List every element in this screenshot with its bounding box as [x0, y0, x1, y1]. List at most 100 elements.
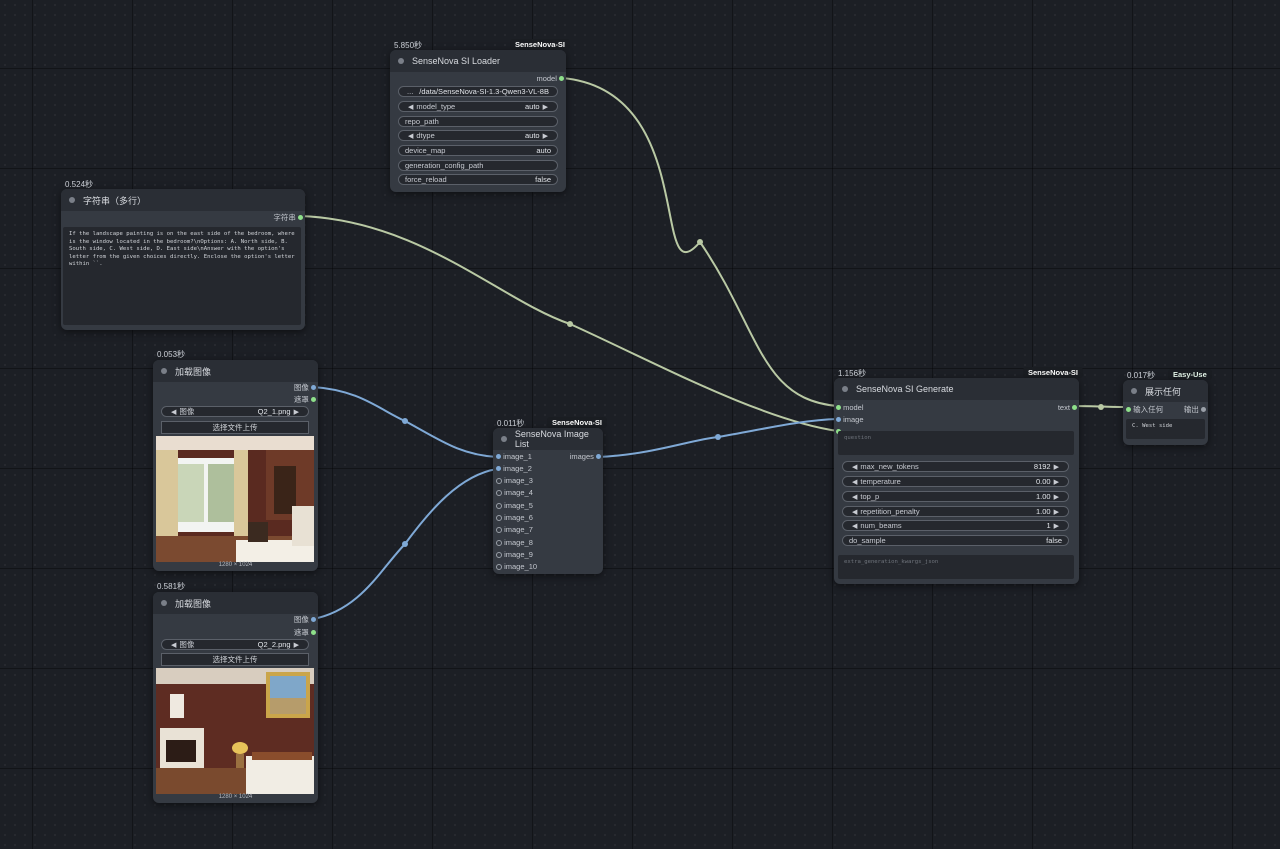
image-list-input-3[interactable]: image_3	[496, 476, 533, 485]
arrow-right-icon[interactable]: ▶	[1053, 508, 1059, 516]
show-any-output[interactable]: 输出	[1184, 404, 1206, 415]
input-socket-icon[interactable]	[496, 563, 502, 570]
image-list-input-4[interactable]: image_4	[496, 488, 533, 497]
load-image-2-header[interactable]: 加载图像	[153, 592, 318, 614]
collapse-dot-icon[interactable]	[398, 58, 404, 64]
generate-output-text[interactable]: text	[1058, 403, 1077, 412]
arrow-left-icon[interactable]: ◀	[852, 508, 858, 516]
generate-header[interactable]: SenseNova SI Generate	[834, 378, 1079, 400]
string-textarea[interactable]: If the landscape painting is on the east…	[63, 227, 301, 325]
load-image-2-output-mask[interactable]: 遮罩	[294, 627, 316, 638]
arrow-left-icon[interactable]: ◀	[171, 408, 177, 416]
arrow-left-icon[interactable]: ◀	[171, 641, 177, 649]
node-sensenova-si-loader[interactable]: SenseNova SI Loader model .../data/Sense…	[390, 50, 566, 192]
input-socket-icon[interactable]	[496, 514, 502, 521]
input-socket-icon[interactable]	[496, 477, 502, 484]
image-list-output-images[interactable]: images	[570, 452, 601, 461]
collapse-dot-icon[interactable]	[501, 436, 507, 442]
generation-config-path-field[interactable]: generation_config_path	[398, 160, 558, 171]
arrow-right-icon[interactable]: ▶	[1053, 478, 1059, 486]
show-any-input[interactable]: 输入任何	[1126, 404, 1163, 415]
arrow-left-icon[interactable]: ◀	[852, 478, 858, 486]
image-list-input-9[interactable]: image_9	[496, 550, 533, 559]
output-socket-icon[interactable]	[311, 617, 316, 622]
image-list-input-7[interactable]: image_7	[496, 525, 533, 534]
output-socket-icon[interactable]	[1201, 407, 1206, 412]
arrow-left-icon[interactable]: ◀	[408, 103, 414, 111]
collapse-dot-icon[interactable]	[842, 386, 848, 392]
image-list-input-6[interactable]: image_6	[496, 513, 533, 522]
image-list-input-10[interactable]: image_10	[496, 562, 537, 571]
load-image-1-output-mask[interactable]: 遮罩	[294, 394, 316, 405]
image-list-input-5[interactable]: image_5	[496, 501, 533, 510]
output-socket-icon[interactable]	[298, 215, 303, 220]
arrow-right-icon[interactable]: ▶	[542, 103, 548, 111]
load-image-1-upload-button[interactable]: 选择文件上传	[161, 421, 309, 434]
arrow-left-icon[interactable]: ◀	[852, 522, 858, 530]
load-image-2-output-image[interactable]: 图像	[294, 614, 316, 625]
arrow-right-icon[interactable]: ▶	[293, 408, 299, 416]
arrow-left-icon[interactable]: ◀	[852, 493, 858, 501]
input-socket-icon[interactable]	[496, 466, 501, 471]
input-socket-icon[interactable]	[496, 551, 502, 558]
node-sensenova-si-generate[interactable]: SenseNova SI Generate model image text q…	[834, 378, 1079, 584]
generate-input-model[interactable]: model	[836, 403, 864, 412]
arrow-left-icon[interactable]: ◀	[408, 132, 414, 140]
arrow-left-icon[interactable]: ◀	[852, 463, 858, 471]
input-socket-icon[interactable]	[496, 502, 502, 509]
input-socket-icon[interactable]	[496, 539, 502, 546]
model-path-field[interactable]: .../data/SenseNova-SI-1.3-Qwen3-VL-8B	[398, 86, 558, 97]
input-socket-icon[interactable]	[836, 417, 841, 422]
output-socket-icon[interactable]	[596, 454, 601, 459]
node-string-multiline[interactable]: 字符串（多行） 字符串 If the landscape painting is…	[61, 189, 305, 330]
output-socket-icon[interactable]	[311, 397, 316, 402]
collapse-dot-icon[interactable]	[1131, 388, 1137, 394]
generate-input-image[interactable]: image	[836, 415, 864, 424]
loader-header[interactable]: SenseNova SI Loader	[390, 50, 566, 72]
arrow-right-icon[interactable]: ▶	[542, 132, 548, 140]
question-textarea[interactable]: question	[838, 431, 1074, 455]
collapse-dot-icon[interactable]	[161, 600, 167, 606]
loader-output-model[interactable]: model	[536, 74, 564, 83]
output-socket-icon[interactable]	[311, 630, 316, 635]
output-socket-icon[interactable]	[559, 76, 564, 81]
extra-kwargs-textarea[interactable]: extra_generation_kwargs_json	[838, 555, 1074, 579]
node-sensenova-image-list[interactable]: SenseNova Image List images image_1 imag…	[493, 428, 603, 574]
string-output[interactable]: 字符串	[273, 212, 303, 223]
load-image-1-header[interactable]: 加载图像	[153, 360, 318, 382]
output-socket-icon[interactable]	[311, 385, 316, 390]
repo-path-field[interactable]: repo_path	[398, 116, 558, 127]
image-list-input-8[interactable]: image_8	[496, 538, 533, 547]
input-socket-icon[interactable]	[836, 405, 841, 410]
arrow-right-icon[interactable]: ▶	[1053, 522, 1059, 530]
input-socket-icon[interactable]	[496, 526, 502, 533]
arrow-right-icon[interactable]: ▶	[1053, 493, 1059, 501]
arrow-right-icon[interactable]: ▶	[293, 641, 299, 649]
image-list-header[interactable]: SenseNova Image List	[493, 428, 603, 450]
arrow-right-icon[interactable]: ▶	[1053, 463, 1059, 471]
input-socket-icon[interactable]	[496, 454, 501, 459]
string-header[interactable]: 字符串（多行）	[61, 189, 305, 211]
load-image-2-upload-button[interactable]: 选择文件上传	[161, 653, 309, 666]
show-any-header[interactable]: 展示任何	[1123, 380, 1208, 402]
input-socket-icon[interactable]	[496, 489, 502, 496]
load-image-1-output-image[interactable]: 图像	[294, 382, 316, 393]
collapse-dot-icon[interactable]	[161, 368, 167, 374]
collapse-dot-icon[interactable]	[69, 197, 75, 203]
output-socket-icon[interactable]	[1072, 405, 1077, 410]
node-show-any[interactable]: 展示任何 输入任何 输出 C. West side	[1123, 380, 1208, 445]
